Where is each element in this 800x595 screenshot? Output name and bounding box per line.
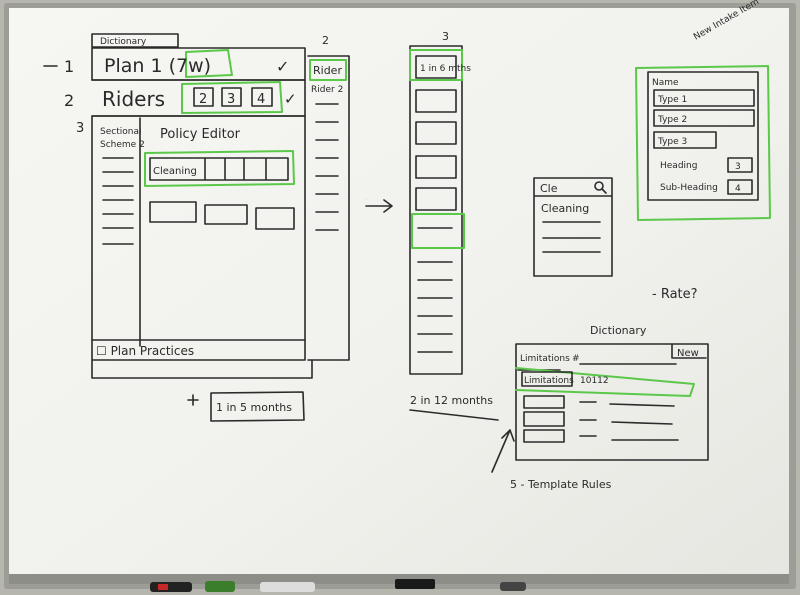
intake-subheading-label: Sub-Heading: [660, 183, 718, 193]
new-button-outline: [671, 343, 707, 359]
intake-form-highlight: [635, 65, 771, 221]
marker-green: [205, 581, 235, 592]
riders-box-3: 4: [257, 92, 265, 107]
template-note: 5 - Template Rules: [510, 478, 612, 491]
search-query: Cle: [540, 182, 558, 195]
monthly-box-label: 1 in 5 months: [216, 401, 292, 414]
sidebar-line-2: Scheme 2: [100, 140, 145, 150]
search-result: Cleaning: [541, 202, 589, 215]
intake-heading-value: 3: [735, 162, 741, 172]
search-scribbles: [542, 221, 601, 253]
dictionary-row-box: [521, 371, 573, 387]
dictionary-boxes: [523, 395, 565, 443]
row2-number: 2: [64, 91, 74, 110]
sketch-intake-form: [635, 65, 771, 221]
intake-value-boxes: [727, 157, 753, 195]
plan-highlight: [185, 49, 233, 78]
dictionary-tab-label: Dictionary: [100, 37, 147, 47]
arrow-right: [365, 199, 393, 213]
riders-title: Riders: [102, 87, 165, 111]
editor-title: Policy Editor: [160, 127, 241, 142]
row1-number: 1: [64, 57, 74, 76]
intake-form-outline: [647, 71, 759, 201]
monthly-box: [210, 391, 305, 422]
cleaning-highlight: [144, 150, 295, 187]
arrow-up: [491, 429, 515, 473]
cleaning-label: Cleaning: [153, 166, 197, 177]
dictionary-tab-outline: [91, 33, 179, 48]
search-icon-handle: [601, 188, 607, 194]
eraser: [395, 579, 435, 589]
rider-list-outline: [409, 45, 463, 375]
marker-grey: [500, 582, 526, 591]
marker-cap: [158, 584, 168, 590]
rider-list-boxes: [415, 89, 457, 211]
riders-box-2: 3: [227, 92, 235, 107]
dictionary-row-left: Limitations: [524, 376, 574, 386]
sketch-rider-list: [409, 45, 499, 421]
rider-list-scribbles: [417, 227, 453, 353]
rider-list-top-highlight: [409, 49, 463, 81]
board-surface: [9, 8, 789, 582]
dictionary-row-code: 10112: [580, 376, 609, 386]
dictionary-new-button: New: [677, 348, 699, 359]
underline-stroke: [409, 409, 499, 421]
sidebar-scribbles: [102, 157, 134, 245]
rider-column-top: Rider: [313, 64, 342, 77]
sketch-plan-editor: [43, 33, 350, 422]
intake-type-3: Type 3: [657, 137, 687, 147]
rider-column-number: 2: [322, 34, 329, 47]
rider-list-bottom-label: 2 in 12 months: [410, 394, 493, 407]
dictionary-header-right: #: [572, 354, 580, 364]
intake-type-2: Type 2: [657, 115, 687, 125]
footer-box: [91, 359, 313, 379]
riders-highlight: [181, 81, 283, 114]
intake-heading-label: Heading: [660, 161, 697, 171]
arrow-text: →: [366, 199, 367, 201]
sketch-search-text: Cle Cleaning: [540, 182, 589, 215]
editor-boxes: [149, 201, 295, 230]
rider-column-highlight: [309, 59, 347, 81]
marker-white: [260, 582, 315, 592]
intake-subheading-value: 4: [735, 184, 741, 194]
plan-title: Plan 1 (7w): [104, 55, 211, 77]
intake-name-label: Name: [652, 78, 679, 88]
plus-text: +: [183, 403, 184, 406]
rider-column-outline: [307, 55, 350, 361]
riders-box-1: 2: [199, 92, 207, 107]
editor-panel-outline: [91, 115, 306, 361]
sidebar-line-1: Sectional: [100, 127, 141, 137]
search-icon: [594, 181, 604, 191]
sketch-dictionary: [491, 343, 709, 473]
cleaning-cells: [149, 157, 289, 181]
search-panel-outline: [533, 177, 613, 277]
row3-number: 3: [76, 121, 84, 136]
plan-check: ✓: [276, 57, 289, 76]
rider-column-second: Rider 2: [311, 85, 343, 95]
marker-black: [150, 582, 192, 592]
rate-note: - Rate?: [652, 287, 698, 302]
dictionary-header-left: Limitations: [520, 354, 570, 364]
dictionary-title: Dictionary: [590, 324, 647, 337]
dictionary-row-highlight: [515, 367, 695, 397]
rider-list-mid-highlight: [411, 213, 465, 249]
dictionary-outline: [515, 343, 709, 461]
sketch-dictionary-text: - Rate? Dictionary New Limitations # Lim…: [510, 287, 699, 491]
rider-list-top-box: [415, 55, 457, 79]
dictionary-scribbles: [579, 401, 679, 441]
rider-list-top-item: 1 in 6 mths: [420, 64, 471, 74]
rider-list-number: 3: [442, 30, 449, 43]
sketch-search: [533, 177, 613, 277]
intake-type-boxes: [653, 89, 755, 149]
rider-column-scribbles: [315, 103, 339, 231]
riders-boxes: [193, 87, 273, 107]
plus-sign: [187, 394, 199, 406]
sketch-rider-list-text: 3 1 in 6 mths 2 in 12 months →: [366, 30, 493, 407]
sketch-plan-editor-text: Dictionary 1 Plan 1 (7w) ✓ 2 Riders 2 3 …: [64, 34, 343, 414]
footer-label: ☐ Plan Practices: [96, 344, 194, 358]
riders-check: ✓: [284, 90, 297, 108]
intake-type-1: Type 1: [657, 95, 687, 105]
